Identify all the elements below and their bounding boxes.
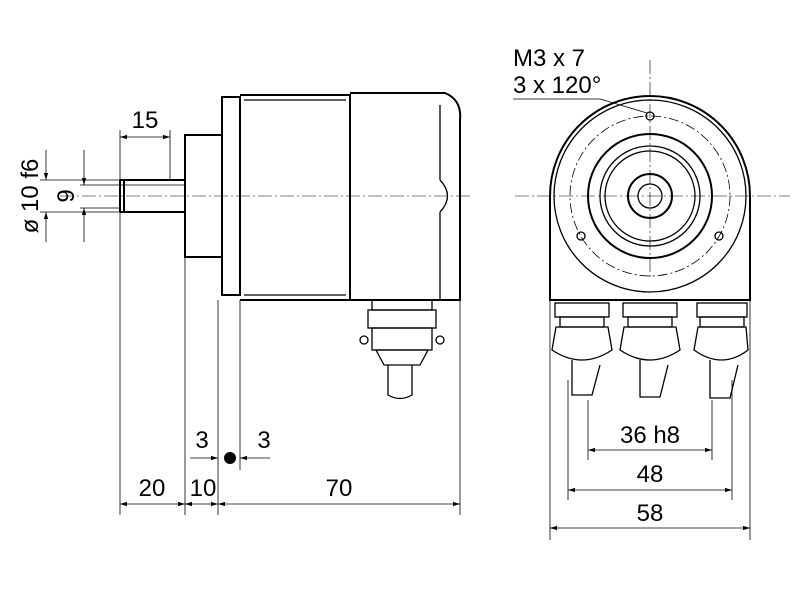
flange bbox=[221, 96, 241, 296]
bolt-hole-right bbox=[714, 231, 724, 241]
dim-bottom-right: 70 bbox=[326, 475, 353, 502]
shaft bbox=[119, 179, 185, 213]
front-extension-lines bbox=[549, 300, 751, 540]
thread-pattern: 3 x 120° bbox=[513, 72, 601, 99]
bolt-circle bbox=[569, 115, 731, 277]
cable-gland bbox=[359, 299, 445, 400]
front-cable-glands bbox=[551, 302, 749, 399]
shaft-end bbox=[627, 173, 673, 219]
housing bbox=[240, 94, 351, 301]
front-view: M3 x 7 3 x 120° 36 h8 48 58 bbox=[513, 45, 790, 540]
dim-bottom-left: 20 bbox=[139, 475, 166, 502]
side-view: 15 ø 10 f6 9 3 3 20 10 70 bbox=[17, 92, 470, 515]
bolt-hole-left bbox=[576, 231, 586, 241]
dim-gap-right: 3 bbox=[257, 427, 270, 454]
dim-bottom-mid: 10 bbox=[190, 475, 217, 502]
dim-inner: 36 h8 bbox=[620, 422, 680, 449]
side-extension-lines bbox=[40, 130, 461, 515]
dim-gap-left: 3 bbox=[195, 427, 208, 454]
dim-middle: 48 bbox=[637, 461, 664, 488]
spigot-ring bbox=[587, 133, 713, 259]
dim-outer: 58 bbox=[637, 500, 664, 527]
dim-shaft-length: 15 bbox=[132, 107, 159, 134]
thread-leader bbox=[513, 98, 648, 114]
thread-spec: M3 x 7 bbox=[513, 45, 585, 72]
datum-dot bbox=[224, 452, 236, 464]
dim-shaft-diameter: ø 10 f6 bbox=[17, 159, 44, 234]
connector-cap bbox=[350, 92, 462, 301]
bolt-hole-top bbox=[645, 111, 655, 121]
dim-flat: 9 bbox=[53, 189, 80, 202]
front-housing bbox=[549, 95, 751, 301]
